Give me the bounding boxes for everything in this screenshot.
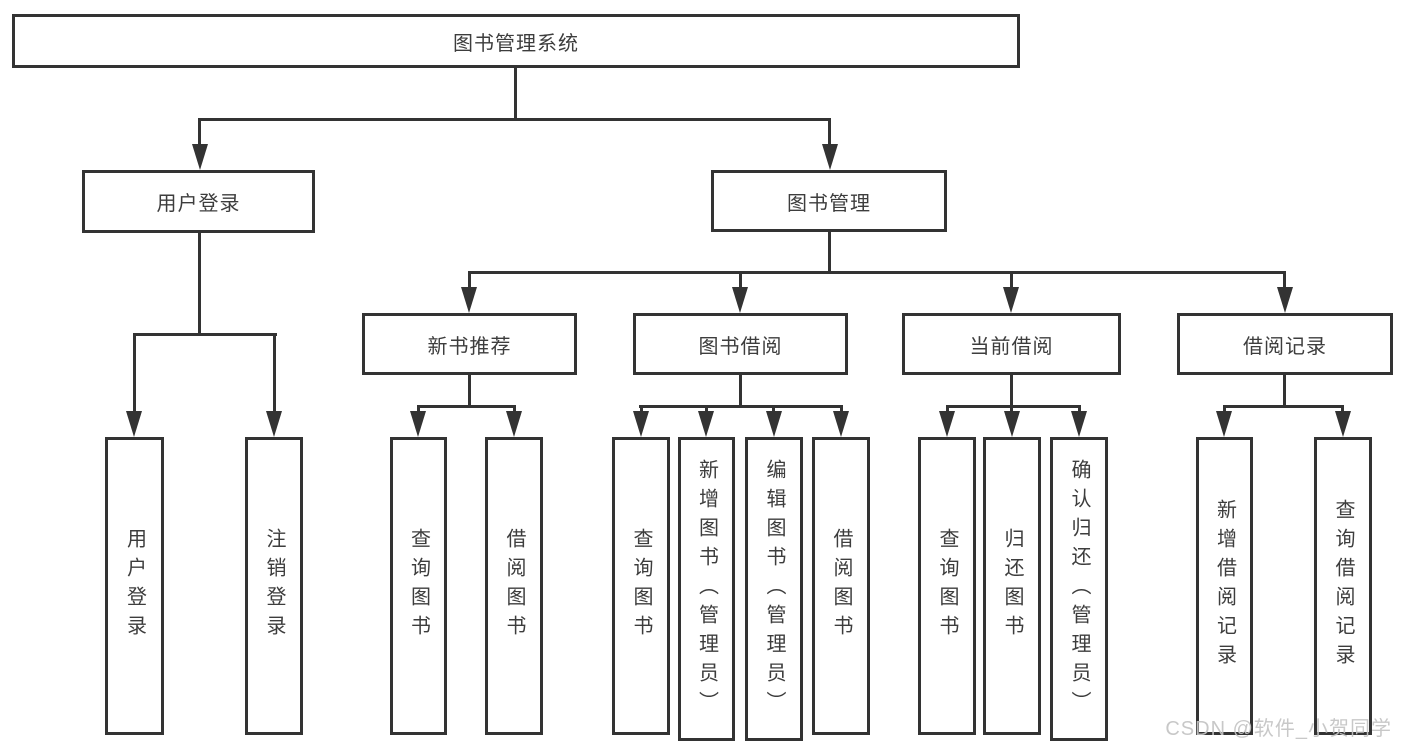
arrow-down-icon [1003,287,1019,313]
connector-line [133,333,277,336]
connector-line [198,118,201,148]
arrow-down-icon [732,287,748,313]
connector-line [1010,271,1013,291]
leaf-add-borrow-record: 新增借阅记录 [1196,437,1253,735]
arrow-down-icon [698,411,714,437]
arrow-down-icon [939,411,955,437]
connector-line [739,271,742,291]
node-label: 查询图书 [407,528,430,644]
connector-line [946,405,949,415]
node-label: 当前借阅 [969,335,1054,358]
node-label: 图书管理 [787,192,871,215]
arrow-down-icon [633,411,649,437]
leaf-query-books-borrowing: 查询图书 [612,437,670,735]
leaf-logout: 注销登录 [245,437,303,735]
connector-line [828,232,831,274]
connector-line [1223,405,1226,415]
leaf-edit-book-admin: 编辑图书（管理员） [745,437,803,741]
arrow-down-icon [126,411,142,437]
node-label: 查询图书 [630,528,652,644]
arrow-down-icon [833,411,849,437]
arrow-down-icon [1335,411,1351,437]
node-user-login: 用户登录 [82,170,315,233]
node-label: 图书借阅 [698,335,783,358]
leaf-return-books: 归还图书 [983,437,1041,735]
node-label: 新增借阅记录 [1213,499,1236,673]
node-label: 借阅记录 [1243,335,1327,358]
node-book-management: 图书管理 [711,170,947,232]
connector-line [946,405,1081,408]
connector-line [739,375,742,408]
connector-line [1283,375,1286,408]
node-label: 借阅图书 [830,528,852,644]
arrow-down-icon [410,411,426,437]
node-current-borrowing: 当前借阅 [902,313,1121,375]
node-label: 查询借阅记录 [1332,499,1354,673]
arrow-down-icon [1071,411,1087,437]
connector-line [468,375,471,408]
node-label: 图书管理系统 [453,32,579,55]
connector-line [418,405,516,408]
leaf-borrow-books-borrowing: 借阅图书 [812,437,870,735]
node-label: 编辑图书（管理员） [763,458,785,720]
leaf-borrow-books-recommend: 借阅图书 [485,437,543,735]
arrow-down-icon [1004,411,1020,437]
connector-line [1010,375,1013,408]
arrow-down-icon [1216,411,1232,437]
connector-line [1223,405,1343,408]
watermark: CSDN @软件_小贺同学 [1165,718,1392,740]
connector-line [840,405,843,415]
node-label: 新书推荐 [427,335,512,358]
connector-line [705,405,708,415]
node-label: 用户登录 [123,528,146,644]
connector-line [513,405,516,415]
connector-line [417,405,420,415]
connector-line [133,333,136,413]
node-library-management-system: 图书管理系统 [12,14,1020,68]
connector-line [639,405,843,408]
leaf-confirm-return-admin: 确认归还（管理员） [1050,437,1108,741]
node-label: 用户登录 [156,193,241,215]
leaf-query-borrow-record: 查询借阅记录 [1314,437,1372,735]
leaf-add-book-admin: 新增图书（管理员） [678,437,735,741]
node-label: 借阅图书 [503,528,525,644]
arrow-down-icon [266,411,282,437]
connector-line [772,405,775,415]
arrow-down-icon [461,287,477,313]
connector-line [1010,405,1013,415]
connector-line [640,405,643,415]
node-label: 注销登录 [263,528,285,644]
leaf-user-login: 用户登录 [105,437,164,735]
leaf-query-books-current: 查询图书 [918,437,976,735]
arrow-down-icon [1277,287,1293,313]
node-label: 归还图书 [1001,528,1023,644]
connector-line [198,233,201,335]
arrow-down-icon [192,144,208,170]
connector-line [1341,405,1344,415]
arrow-down-icon [822,144,838,170]
node-label: 确认归还（管理员） [1068,458,1090,720]
node-new-book-recommendation: 新书推荐 [362,313,577,375]
leaf-query-books-recommend: 查询图书 [390,437,447,735]
node-borrowing-records: 借阅记录 [1177,313,1393,375]
arrow-down-icon [506,411,522,437]
connector-line [468,271,471,291]
arrow-down-icon [766,411,782,437]
node-label: 新增图书（管理员） [695,458,718,720]
connector-line [828,118,831,148]
connector-line [514,68,517,120]
node-label: 查询图书 [936,528,958,644]
connector-line [1283,271,1286,291]
connector-line [1078,405,1081,415]
connector-line [273,333,276,413]
connector-line [198,118,831,121]
connector-line [469,271,1286,274]
node-book-borrowing: 图书借阅 [633,313,848,375]
